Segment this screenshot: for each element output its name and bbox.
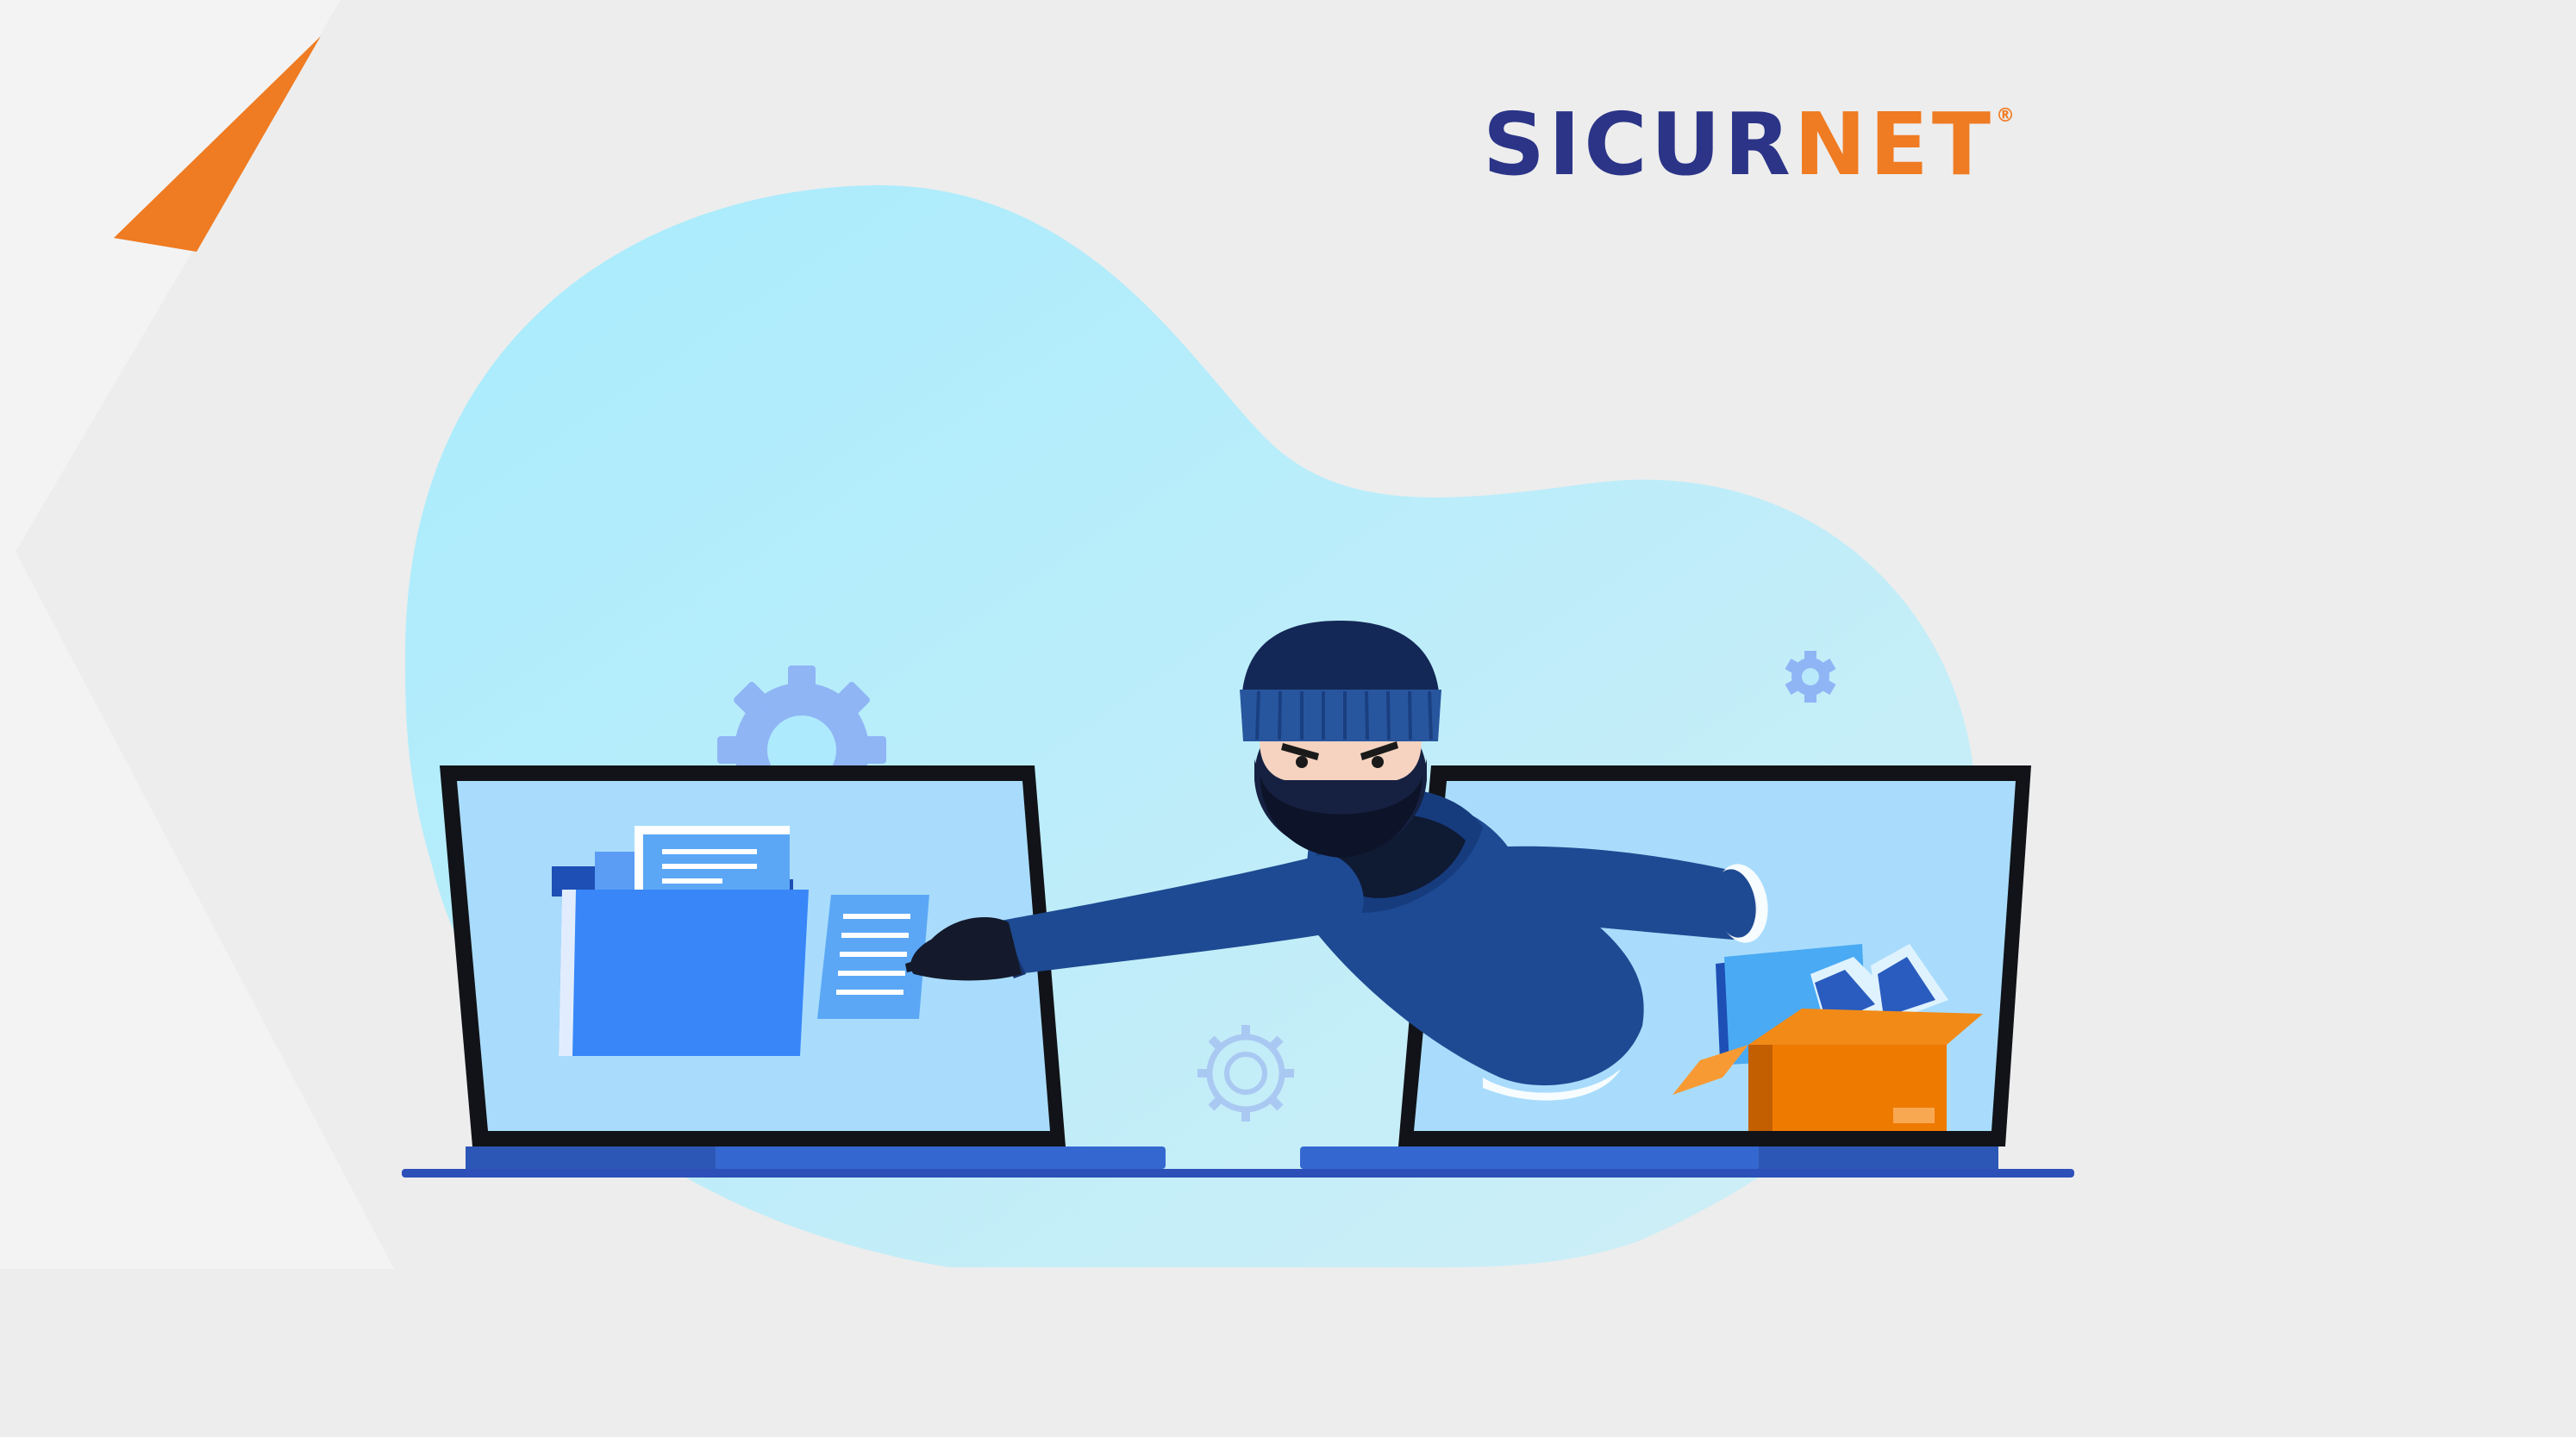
folder-icon (552, 826, 809, 1056)
gear-icon (1197, 1025, 1294, 1121)
background-chevron (0, 0, 483, 1437)
ground-line (402, 1169, 2074, 1178)
gear-icon (1785, 651, 1836, 703)
brand-logo: SICURNET® (1483, 102, 2018, 188)
document-icon (817, 895, 929, 1019)
thief (905, 621, 1768, 1101)
brand-name-part2: NET (1793, 94, 1995, 195)
registered-mark: ® (1996, 105, 2019, 127)
blob-base (0, 1269, 2576, 1437)
box-icon (1673, 944, 1983, 1131)
brand-name-part1: SICUR (1483, 94, 1794, 195)
accent-triangle (114, 36, 321, 252)
